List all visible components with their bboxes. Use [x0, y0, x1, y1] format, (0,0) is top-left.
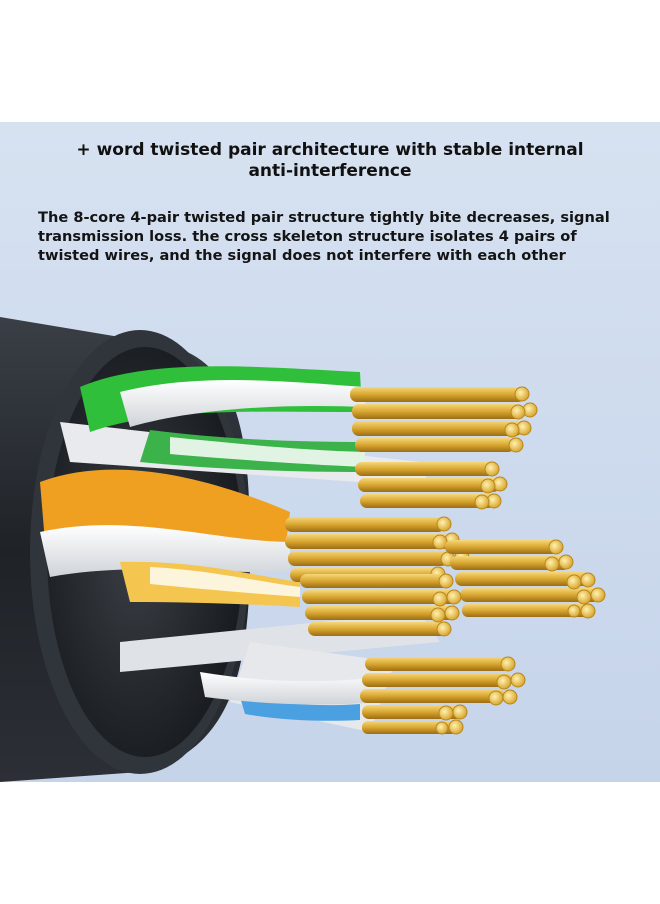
copper-bundle-middle-upper [355, 462, 500, 508]
white-green-wire [120, 380, 365, 427]
description-line-2: transmission loss. the cross skeleton st… [38, 228, 577, 245]
headline: + word twisted pair architecture with st… [40, 140, 620, 182]
copper-bundle-top [350, 387, 525, 452]
white-orange-wire [40, 525, 290, 577]
copper-bundle-bottom [360, 657, 512, 734]
copper-bundle-right [445, 540, 600, 617]
description-line-1: The 8-core 4-pair twisted pair structure… [38, 209, 610, 226]
cable-cross-section-illustration [0, 317, 606, 782]
copper-bundle-lower [300, 574, 457, 636]
headline-line-1: + word twisted pair architecture with st… [76, 140, 584, 160]
description: The 8-core 4-pair twisted pair structure… [38, 208, 628, 265]
product-panel: + word twisted pair architecture with st… [0, 122, 660, 782]
description-line-3: twisted wires, and the signal does not i… [38, 247, 566, 264]
headline-line-2: anti-interference [248, 161, 412, 181]
copper-bundle-center [285, 517, 450, 582]
